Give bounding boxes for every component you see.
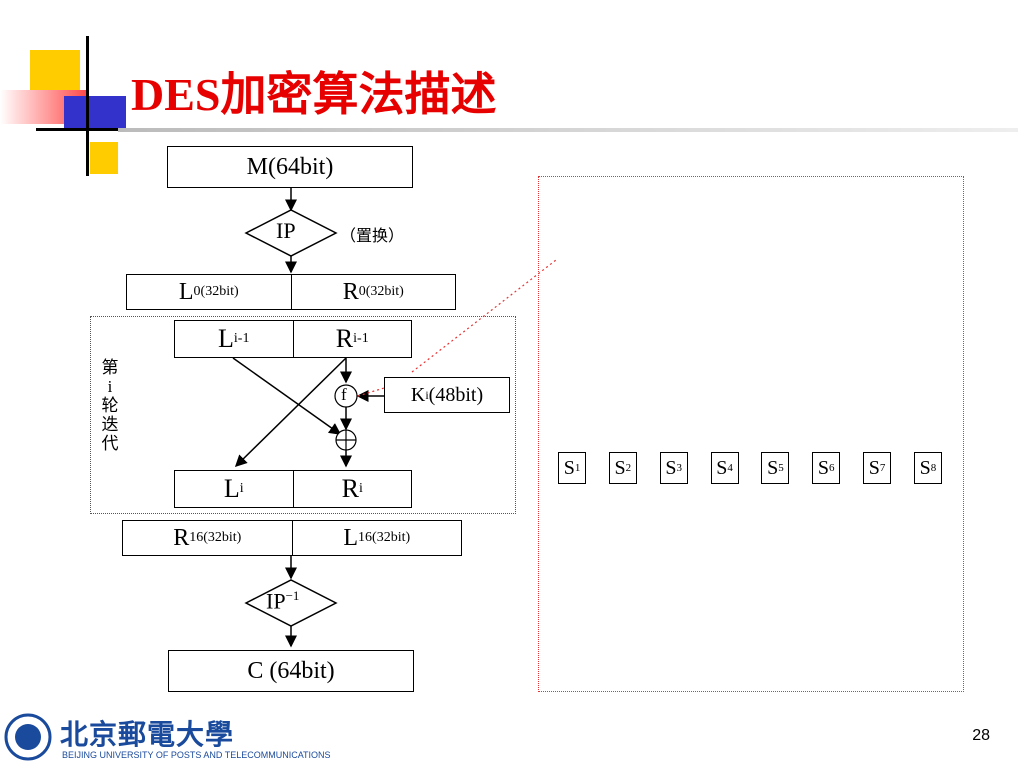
s-box-2-text: 2 xyxy=(625,462,632,474)
ip-inverse-diamond xyxy=(244,579,338,627)
ki-box-left-text-2: (48bit) xyxy=(428,383,484,406)
f-function-frame xyxy=(538,176,964,692)
input-m-box: M(64bit) xyxy=(167,146,413,188)
li1-cell-text: i-1 xyxy=(233,331,250,346)
l16-cell-text: 16(32bit) xyxy=(358,530,411,545)
ip-diamond xyxy=(244,209,338,257)
s-box-1-text: 1 xyxy=(574,462,581,474)
round-label-1: i xyxy=(107,377,113,396)
ki-box-left-text: i xyxy=(425,387,429,402)
s-box-4-text: 4 xyxy=(727,462,733,474)
l0-cell-text: 0(32bit) xyxy=(193,284,239,299)
page-number: 28 xyxy=(972,727,990,744)
arrow-li1-to-xor xyxy=(232,357,342,435)
university-name-en: BEIJING UNIVERSITY OF POSTS AND TELECOMM… xyxy=(62,750,331,760)
s-box-7-text: 7 xyxy=(879,462,886,474)
f-label: f xyxy=(341,385,347,404)
round-label-4: 代 xyxy=(101,434,119,453)
vertical-rule xyxy=(86,36,89,176)
round-label-2: 轮 xyxy=(101,396,119,415)
li-cell-text: i xyxy=(239,481,244,496)
output-c-box: C (64bit) xyxy=(168,650,414,692)
title-underline xyxy=(118,128,1018,132)
round-label-3: 迭 xyxy=(101,415,119,434)
ri1-cell-text: i-1 xyxy=(353,331,369,346)
ip-note: （置换） xyxy=(340,228,405,245)
s-box-3-text: 3 xyxy=(676,462,683,474)
round-frame xyxy=(90,316,516,514)
university-name-cn: 北京郵電大學 xyxy=(60,718,235,751)
slide-title: DES加密算法描述 xyxy=(131,69,497,120)
arrow-ri1-to-li xyxy=(234,357,347,468)
r0-cell-text: 0(32bit) xyxy=(358,284,404,299)
ri-cell-text: i xyxy=(358,481,363,496)
round-label: 第 i 轮 迭 代 xyxy=(100,358,120,453)
ip-label: IP xyxy=(276,218,296,243)
s-box-5-text: 5 xyxy=(778,462,784,474)
horizontal-rule xyxy=(36,128,118,131)
s-box-8-text: 8 xyxy=(930,462,937,474)
blue-square xyxy=(64,96,126,130)
round-label-0: 第 xyxy=(101,358,119,377)
ip-inverse-label: IP−1 xyxy=(266,588,300,614)
small-yellow-square xyxy=(90,142,118,174)
ip-inverse-label-text: −1 xyxy=(285,588,300,603)
s-box-6-text: 6 xyxy=(829,462,835,474)
r16-cell-text: 16(32bit) xyxy=(189,530,242,545)
